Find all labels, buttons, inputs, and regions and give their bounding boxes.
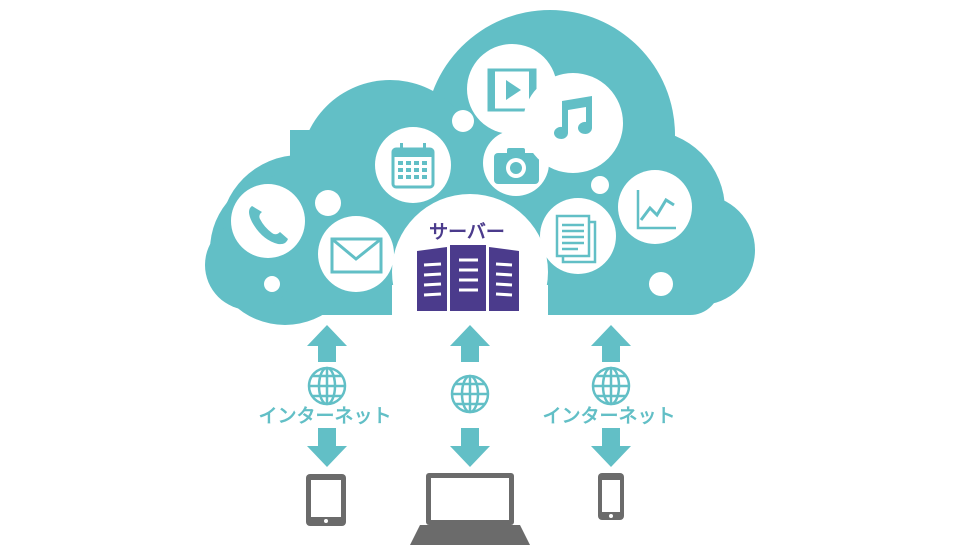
arrow-up-right xyxy=(591,325,631,362)
internet-label-left: インターネット xyxy=(258,405,391,427)
tablet-icon xyxy=(306,474,346,526)
arrow-down-center xyxy=(450,428,490,467)
arrow-down-right xyxy=(591,428,631,467)
globe-icon xyxy=(450,374,490,414)
decorative-bubbles xyxy=(264,110,673,296)
phone-icon xyxy=(231,184,305,258)
smartphone-icon xyxy=(598,473,624,520)
arrow-up-center xyxy=(450,325,490,362)
server-label: サーバー xyxy=(429,221,505,243)
calendar-icon xyxy=(375,127,451,203)
document-icon xyxy=(540,198,616,274)
music-icon xyxy=(523,73,623,173)
globe-icon xyxy=(307,366,347,406)
chart-icon xyxy=(618,170,692,244)
internet-label-right: インターネット xyxy=(542,405,675,427)
arrow-down-left xyxy=(307,428,347,467)
server-icon xyxy=(417,245,519,311)
laptop-icon xyxy=(410,473,530,545)
globe-icon xyxy=(591,366,631,406)
mail-icon xyxy=(318,216,394,292)
arrow-up-left xyxy=(307,325,347,362)
